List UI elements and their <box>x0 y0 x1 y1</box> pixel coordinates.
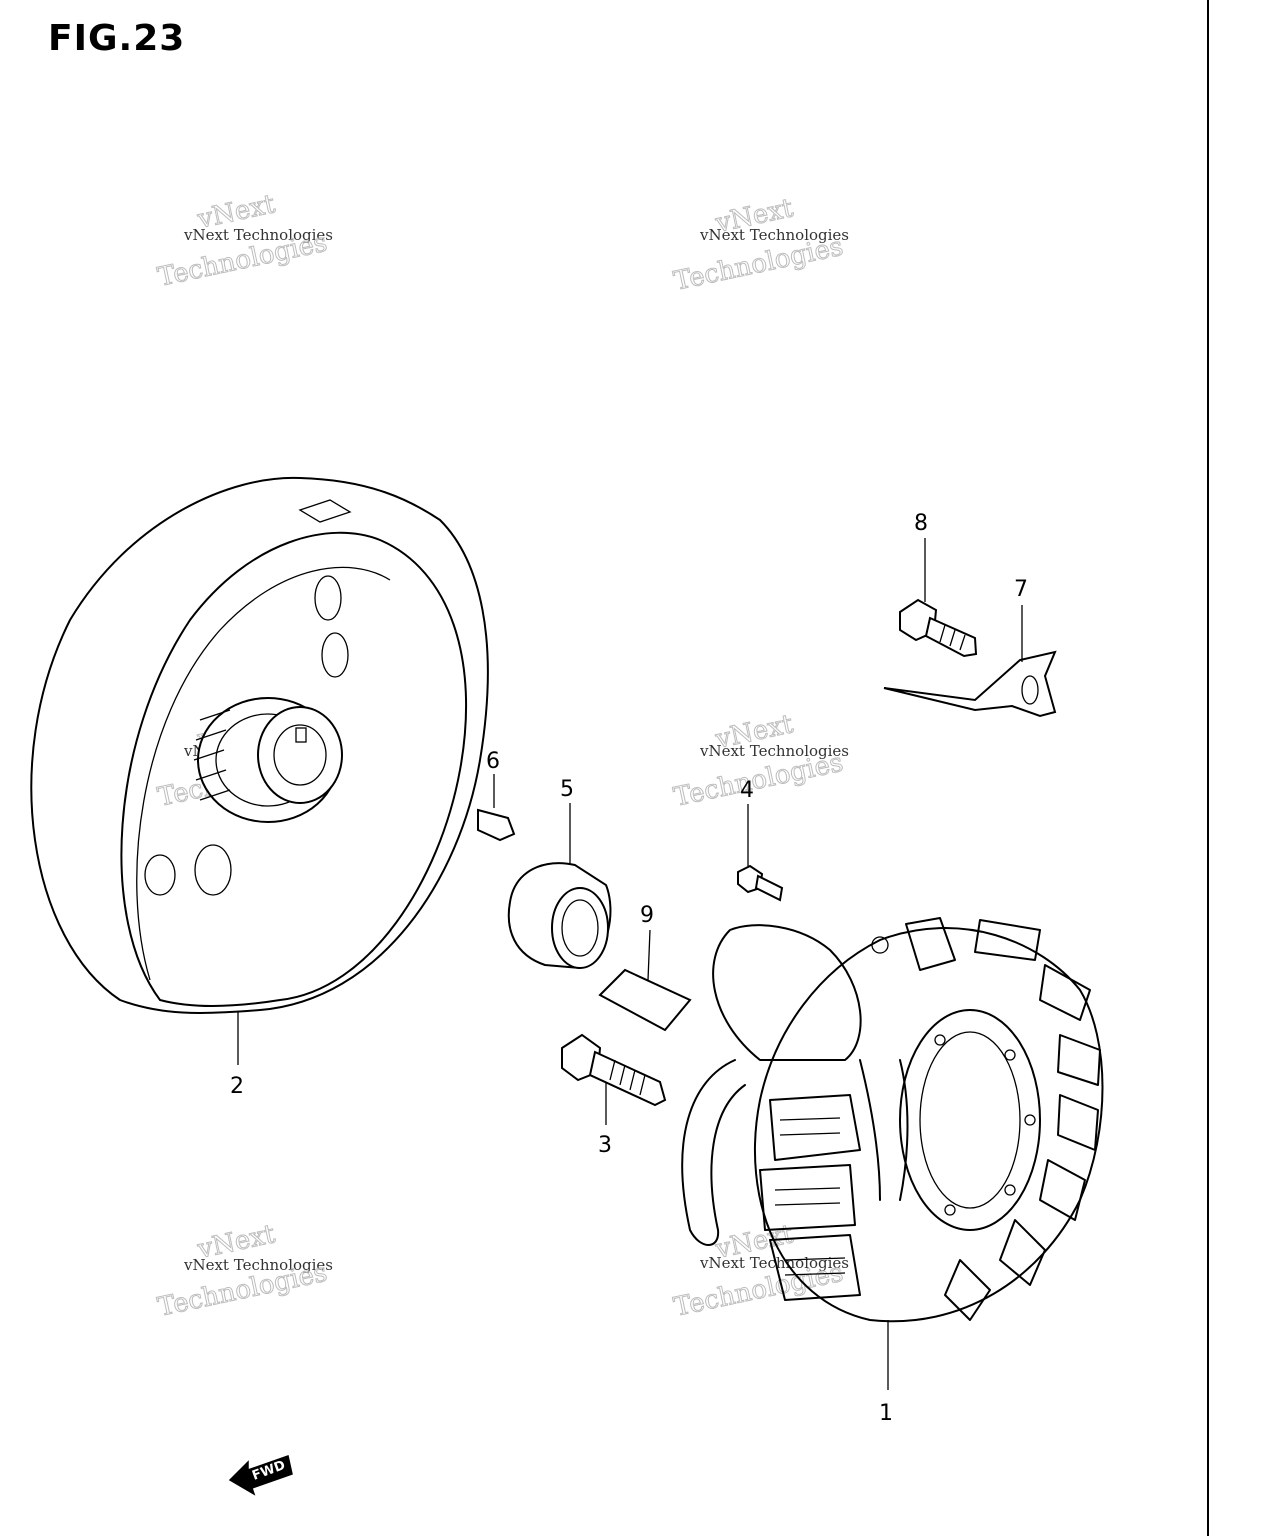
watermark-small-text: vNext Technologies <box>183 226 333 244</box>
part-bolt-short <box>899 598 978 658</box>
watermark-mid-right: vNext vNext Technologies Technologies <box>671 709 849 814</box>
forward-arrow-icon: FWD <box>228 1455 293 1496</box>
callout-9: 9 <box>640 903 654 928</box>
leader-lines <box>237 538 1023 1390</box>
watermark-small-text: vNext Technologies <box>699 742 849 760</box>
part-key <box>477 808 516 842</box>
part-bolt-long <box>561 1033 667 1107</box>
part-screw <box>737 864 784 902</box>
callout-8: 8 <box>914 511 928 536</box>
callout-6: 6 <box>486 749 500 774</box>
callout-5: 5 <box>560 777 574 802</box>
watermark-small-text: vNext Technologies <box>699 226 849 244</box>
part-stator <box>681 917 1104 1323</box>
callout-2: 2 <box>230 1074 244 1099</box>
callout-4: 4 <box>740 778 754 803</box>
watermark-top-right: vNext vNext Technologies Technologies <box>671 193 849 298</box>
watermark-small-text: vNext Technologies <box>183 1256 333 1274</box>
part-plate <box>598 968 692 1032</box>
watermark-top-left: vNext vNext Technologies Technologies <box>155 189 333 294</box>
callout-3: 3 <box>598 1133 612 1158</box>
callouts: 1 2 3 4 5 6 7 8 9 <box>230 511 1028 1426</box>
figure-title: FIG.23 <box>48 18 186 59</box>
callout-7: 7 <box>1014 577 1028 602</box>
part-rotor <box>30 476 489 1014</box>
watermark-bottom-right: vNext vNext Technologies Technologies <box>671 1219 849 1324</box>
watermark-bottom-left: vNext vNext Technologies Technologies <box>155 1219 333 1324</box>
callout-1: 1 <box>879 1401 893 1426</box>
part-nut <box>507 862 612 970</box>
part-clamp <box>883 650 1057 718</box>
